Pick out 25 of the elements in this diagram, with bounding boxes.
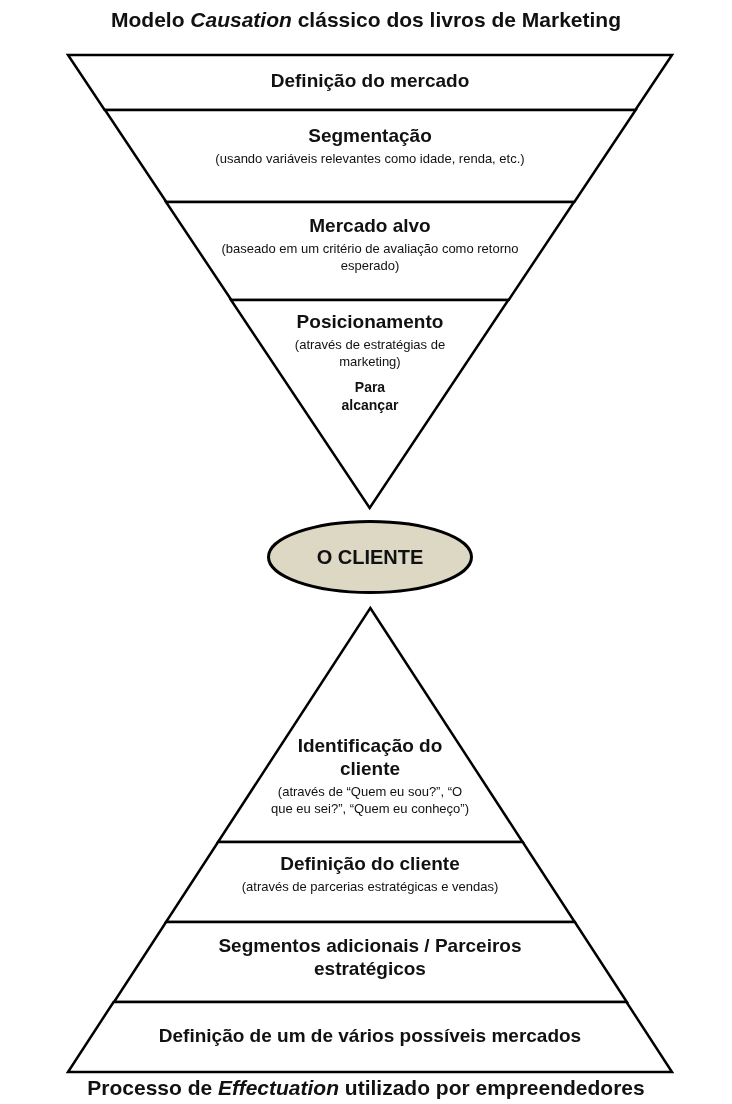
- band-heading: Segmentos adicionais / Parceiros estratégicos: [217, 934, 523, 980]
- pyramid-band: [165, 842, 575, 922]
- ellipse-node: [267, 520, 473, 594]
- band-note: Para alcançar: [340, 378, 400, 414]
- band-heading: Identificação do cliente: [296, 734, 444, 780]
- band-heading: Definição do mercado: [270, 69, 470, 92]
- funnel-band: [231, 300, 509, 508]
- band-heading: Segmentação: [308, 124, 432, 147]
- band-heading: Posicionamento: [296, 310, 444, 333]
- band-note: (através de parcerias estratégicas e vendas): [241, 878, 499, 895]
- funnel-band: [104, 110, 636, 202]
- band-heading: Definição de um de vários possíveis mercados: [158, 1024, 582, 1047]
- funnel-band: [68, 55, 672, 110]
- diagram-caption: Processo de Effectuation utilizado por empreendedores: [86, 1076, 646, 1100]
- band-note: (usando variáveis relevantes como idade, renda, etc.): [215, 150, 525, 167]
- band-heading: O CLIENTE: [316, 545, 424, 569]
- pyramid-band: [68, 1002, 672, 1072]
- band-heading: Definição do cliente: [280, 852, 460, 875]
- band-note: (baseado em um critério de avaliação como retorno esperado): [220, 240, 520, 274]
- funnel-band: [166, 202, 574, 300]
- band-note: (através de “Quem eu sou?”, “O que eu sei?”, “Quem eu conheço”): [270, 783, 470, 817]
- pyramid-band: [113, 922, 627, 1002]
- band-note: (através de estratégias de marketing): [293, 336, 447, 370]
- band-heading: Mercado alvo: [309, 214, 431, 237]
- diagram-title: Modelo Causation clássico dos livros de Marketing: [110, 8, 622, 32]
